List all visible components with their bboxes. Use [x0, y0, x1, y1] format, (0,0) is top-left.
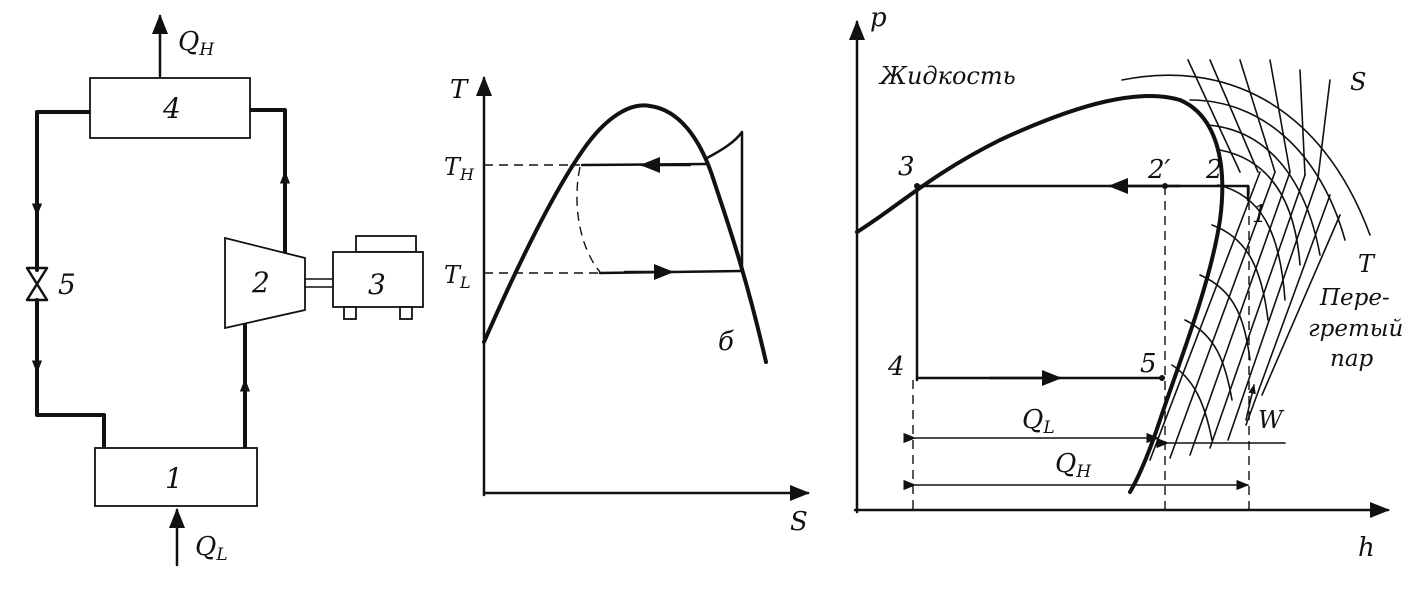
- ph-isotherm-arrow: [1245, 384, 1256, 421]
- ph-isentropes: [1149, 59, 1341, 461]
- condenser-number: 4: [162, 92, 181, 125]
- pipe-valve-to-evaporator: [35, 298, 106, 450]
- ph-superheated-line-1: Пере-: [1319, 285, 1390, 311]
- condenser-box: [89, 77, 251, 139]
- ph-point-5-dot: [1159, 375, 1165, 381]
- ph-entropy-label: S: [1350, 68, 1366, 96]
- ph-qh-label: QH: [1055, 449, 1092, 482]
- ph-x-axis-label: h: [1358, 533, 1375, 563]
- ph-point-2-label: 2: [1205, 155, 1223, 185]
- ts-throttling-dashed: [576, 166, 601, 273]
- ph-point-3-dot: [914, 183, 920, 189]
- ph-w-label: W: [1258, 406, 1285, 434]
- ph-ql-label: QL: [1022, 405, 1055, 438]
- ts-x-axis-label: S: [790, 507, 808, 537]
- ph-liquid-label: Жидкость: [878, 62, 1016, 90]
- compressor-number: 2: [251, 266, 270, 299]
- ts-t-high-label: TH: [444, 153, 475, 184]
- evaporator-number: 1: [165, 462, 183, 495]
- ph-point-4-label: 4: [887, 352, 905, 382]
- ph-point-1-label: 1: [1252, 200, 1267, 228]
- pipe-condenser-to-valve: [35, 110, 92, 272]
- heat-out-label: QH: [178, 27, 215, 60]
- expansion-valve-icon: [25, 266, 49, 302]
- evaporator-box: [94, 447, 258, 507]
- ts-saturation-dome: [482, 103, 768, 364]
- ph-point-3-label: 3: [898, 152, 915, 182]
- ph-superheated-line-2: гретый: [1308, 316, 1403, 342]
- motor-icon: [332, 235, 424, 320]
- ph-temperature-label: T: [1358, 250, 1376, 278]
- ph-diagram: p h Жидкость: [849, 3, 1403, 563]
- ph-superheated-line-3: пар: [1330, 346, 1374, 372]
- ts-diagram: T S TH TL б: [444, 75, 810, 537]
- ts-panel-letter: б: [718, 327, 734, 357]
- valve-number: 5: [58, 268, 76, 301]
- pipe-compressor-to-condenser: [248, 108, 287, 260]
- ts-t-low-label: TL: [444, 261, 471, 292]
- ph-point-2prime-dot: [1162, 183, 1168, 189]
- motor-number: 3: [368, 268, 386, 301]
- compressor-shape: [224, 236, 306, 330]
- cycle-schematic: QH 4 5 2 3 1: [25, 14, 424, 567]
- ts-y-axis-label: T: [450, 75, 469, 105]
- ph-point-2prime-label: 2′: [1147, 155, 1171, 185]
- ph-point-5-label: 5: [1140, 349, 1157, 379]
- heat-in-label: QL: [195, 532, 228, 565]
- ph-y-axis-label: p: [870, 3, 887, 33]
- ph-saturation-curve: [855, 93, 1225, 494]
- ts-superheat-path: [705, 130, 744, 272]
